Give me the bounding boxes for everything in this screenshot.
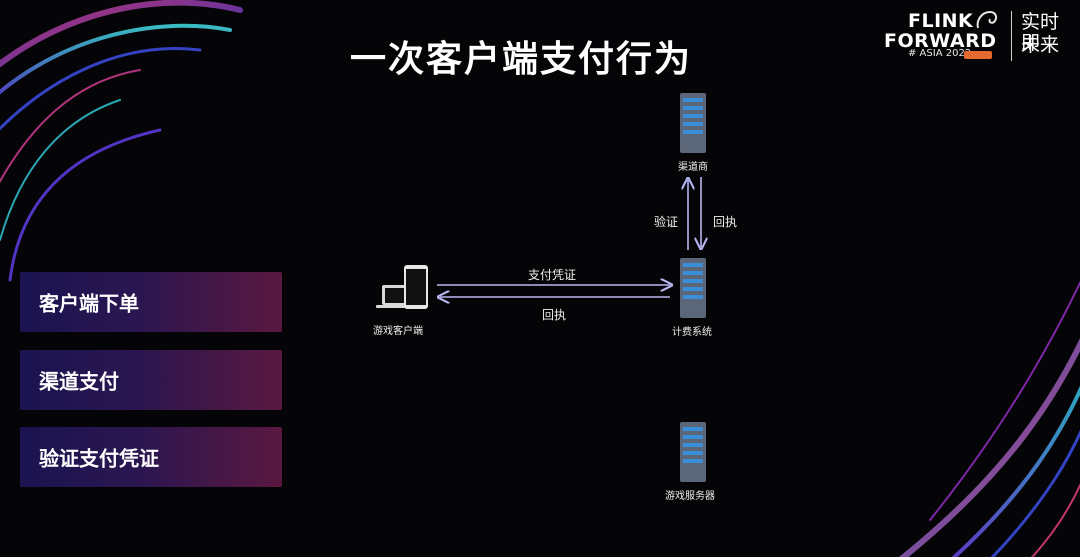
edge-label-verify: 验证 <box>654 215 679 229</box>
step-3-label: 验证支付凭证 <box>39 446 159 471</box>
channel-label: 渠道商 <box>678 162 708 173</box>
step-1-label: 客户端下单 <box>39 291 139 316</box>
edge-label-receipt-client: 回执 <box>542 308 567 322</box>
logo-line-1: FLINK <box>908 10 974 32</box>
logo-divider <box>1011 11 1012 61</box>
edge-label-credential: 支付凭证 <box>528 268 577 282</box>
logo-line-3: # ASIA 2022 <box>908 48 972 59</box>
flink-forward-logo: FLINK FORWARD # ASIA 2022 实时即 未来 <box>884 8 1074 64</box>
step-2-label: 渠道支付 <box>39 369 119 394</box>
step-1: 客户端下单 <box>20 272 282 332</box>
step-3: 验证支付凭证 <box>20 427 282 487</box>
billing-label: 计费系统 <box>672 327 712 338</box>
logo-slogan-line-2: 未来 <box>1021 34 1060 56</box>
logo-badge <box>964 51 992 59</box>
edge-label-receipt-channel: 回执 <box>713 215 738 229</box>
logo-line-2: FORWARD <box>884 30 997 52</box>
page-title: 一次客户端支付行为 <box>350 39 693 80</box>
step-2: 渠道支付 <box>20 350 282 410</box>
logo-slogan-line-1: 实时即 <box>1021 11 1060 54</box>
game-server-label: 游戏服务器 <box>665 491 715 502</box>
client-label: 游戏客户端 <box>373 326 423 337</box>
squirrel-logo-icon <box>976 10 998 29</box>
